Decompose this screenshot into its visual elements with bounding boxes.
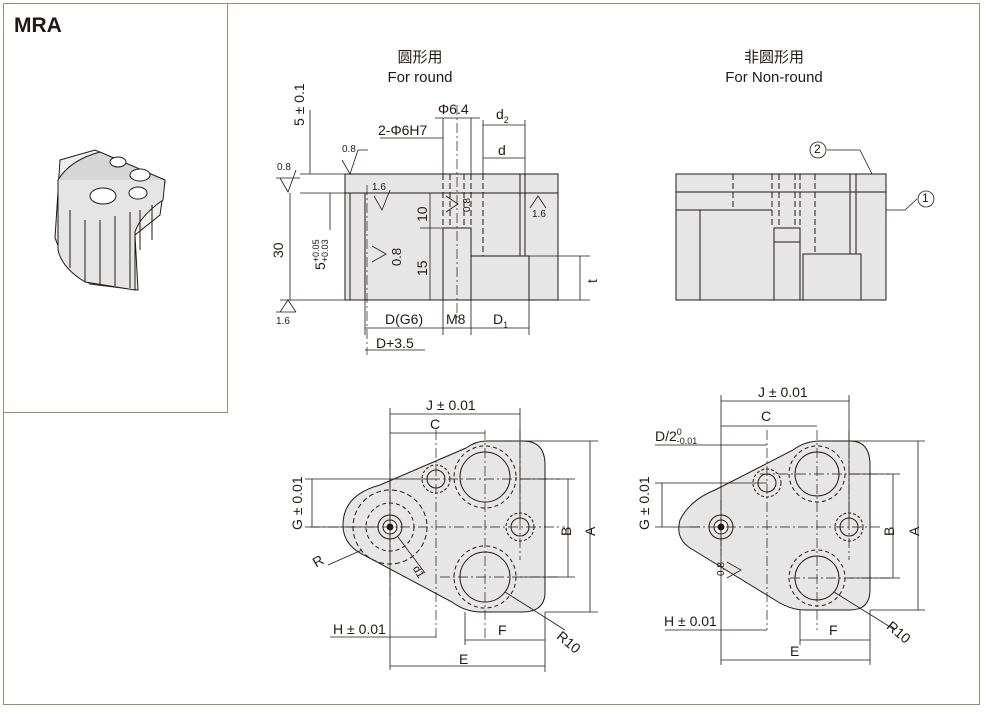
- round-title-cn: 圆形用: [397, 49, 443, 66]
- nonround-title-en: For Non-round: [725, 69, 823, 86]
- plan-round-c: C: [430, 416, 441, 432]
- product-image-panel: [3, 3, 228, 413]
- dim-d: d: [498, 142, 506, 158]
- dim-10: 10: [414, 206, 430, 222]
- roughness-08-face: 0.8: [342, 144, 356, 155]
- round-front-view: [344, 105, 559, 355]
- nonround-plan-dimensions: [655, 395, 925, 665]
- dim-d2: d2: [496, 106, 509, 125]
- roughness-08-bore: 0.8: [462, 198, 473, 212]
- roughness-16-side: 1.6: [532, 209, 546, 220]
- dim-d1: D1: [493, 311, 509, 330]
- round-plan-dimensions: [305, 408, 598, 672]
- callout-2: 2: [814, 142, 821, 156]
- plan-round-g: G ± 0.01: [289, 476, 305, 530]
- dim-5-fit: 5+0.05+0.03: [311, 239, 331, 270]
- dim-30: 30: [270, 242, 286, 258]
- plan-nonround-a: A: [906, 526, 922, 536]
- round-plan-view: [310, 430, 566, 640]
- dim-t: t: [584, 279, 600, 283]
- dim-phi64: Φ6.4: [438, 101, 469, 117]
- plan-round-e: E: [459, 651, 469, 667]
- plan-nonround-roughness: 0.8: [716, 562, 727, 576]
- dim-holes: 2-Φ6H7: [378, 122, 428, 138]
- plan-nonround-g: G ± 0.01: [636, 476, 652, 530]
- roughness-08-top: 0.8: [277, 162, 291, 173]
- drawing-frame: [3, 3, 980, 705]
- plan-nonround-b: B: [881, 526, 897, 536]
- nonround-title-cn: 非圆形用: [743, 49, 804, 66]
- plan-nonround-j: J ± 0.01: [758, 384, 808, 400]
- plan-round-j: J ± 0.01: [426, 397, 476, 413]
- plan-nonround-c: C: [761, 408, 772, 424]
- plan-round-f: F: [498, 622, 507, 638]
- dim-15: 15: [414, 260, 430, 276]
- plan-round-h: H ± 0.01: [333, 621, 386, 637]
- dim-dg6: D(G6): [385, 311, 424, 327]
- roughness-08-large: 0.8: [389, 247, 404, 266]
- plan-round-a: A: [582, 526, 598, 536]
- plan-nonround-f: F: [829, 622, 838, 638]
- round-front-dimensions: [276, 110, 590, 351]
- dim-m8: M8: [446, 311, 466, 327]
- plan-nonround-h: H ± 0.01: [664, 613, 717, 629]
- round-title-en: For round: [387, 69, 453, 86]
- roughness-16-bottom: 1.6: [276, 316, 290, 327]
- nonround-plan-view: [678, 430, 896, 631]
- series-code: MRA: [14, 14, 62, 37]
- dim-5-tol: 5 ± 0.1: [291, 83, 307, 126]
- roughness-16-inner: 1.6: [372, 182, 386, 193]
- product-3d-illustration: [54, 149, 166, 291]
- plan-nonround-d2: D/20-0.01: [655, 427, 698, 447]
- plan-nonround-e: E: [790, 643, 800, 659]
- nonround-front-view: [675, 141, 935, 301]
- callout-1: 1: [922, 191, 929, 205]
- dim-d35: D+3.5: [376, 335, 414, 351]
- plan-round-b: B: [558, 526, 574, 536]
